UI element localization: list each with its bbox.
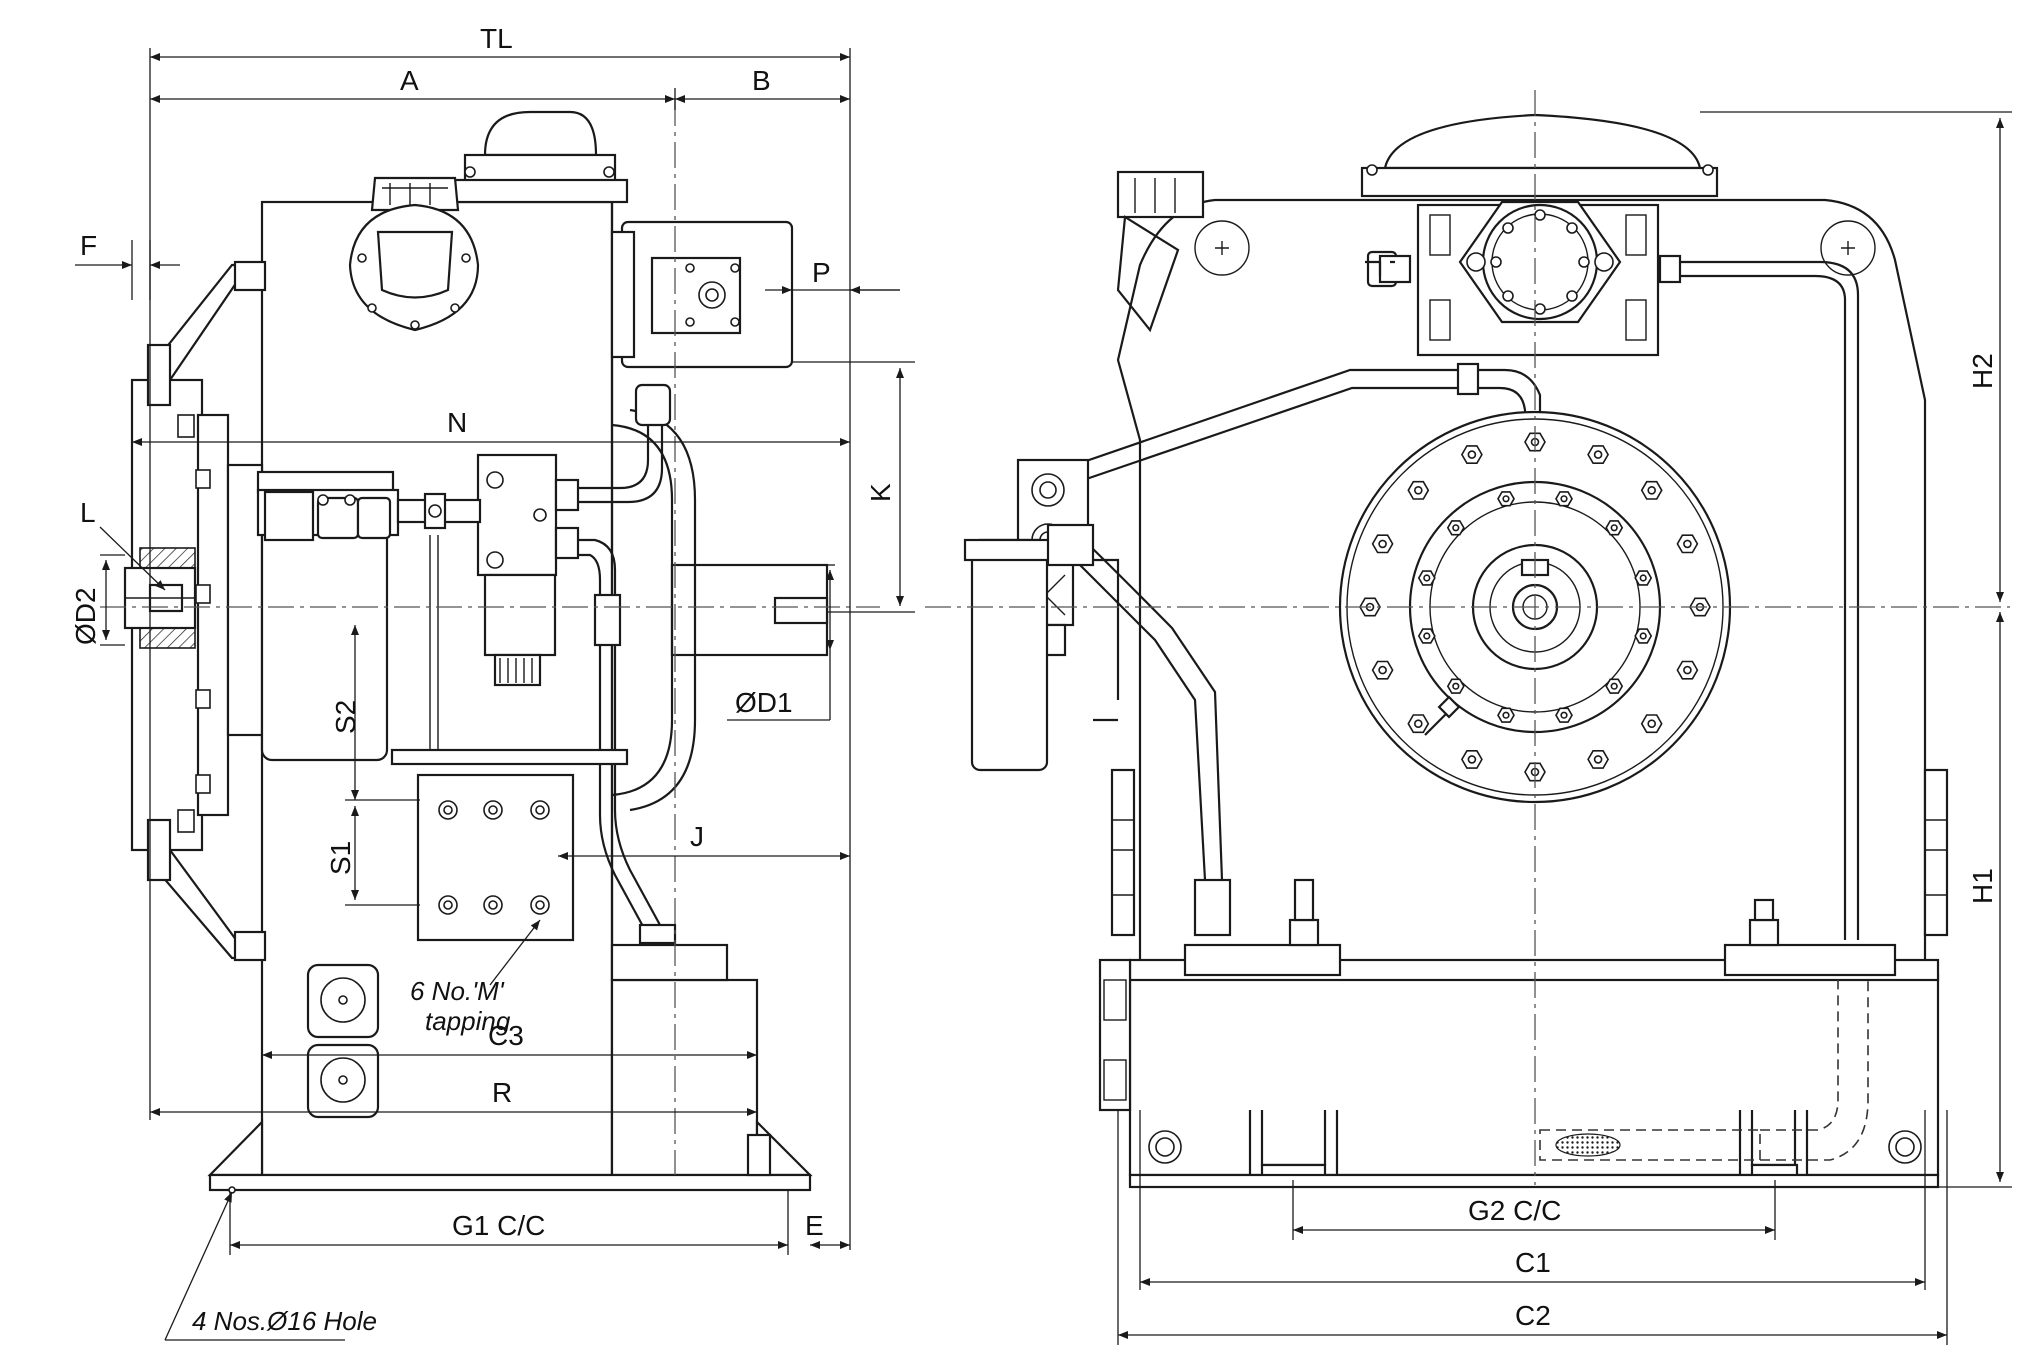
bolt-center xyxy=(1502,495,1510,503)
bolt-center xyxy=(1467,450,1477,459)
dim-c2-label: C2 xyxy=(1515,1300,1551,1331)
bolt-center xyxy=(1502,711,1510,719)
mounting-pad xyxy=(416,773,575,942)
bolt-center xyxy=(1560,495,1568,503)
suction-strainer xyxy=(1539,1129,1761,1161)
bolt-center xyxy=(1378,539,1387,549)
bolt-center xyxy=(1610,524,1618,532)
dim-tl-label: TL xyxy=(480,23,513,54)
upper-hose xyxy=(1059,368,1542,472)
dim-k-label: K xyxy=(865,483,896,502)
tapping-note-line2: tapping xyxy=(425,1006,511,1036)
dim-f-label: F xyxy=(80,230,97,261)
bolt-center xyxy=(1423,574,1431,582)
dim-e-label: E xyxy=(805,1210,824,1241)
bolt-center xyxy=(1423,632,1431,640)
dim-od2-label: ØD2 xyxy=(70,587,101,645)
dim-j-label: J xyxy=(690,821,704,852)
base-plate xyxy=(207,1119,264,1177)
breather-cover xyxy=(483,110,598,157)
dim-a-label: A xyxy=(400,65,419,96)
dim-c3-label: C3 xyxy=(488,1020,524,1051)
lifting-handle xyxy=(370,176,460,212)
bolt-center xyxy=(1467,755,1477,764)
front-oil-tank xyxy=(1128,973,1940,1177)
dim-b-label: B xyxy=(752,65,771,96)
dim-od1-label: ØD1 xyxy=(735,687,793,718)
bolt-center xyxy=(1452,682,1460,690)
dim-g2-label: G2 C/C xyxy=(1468,1195,1561,1226)
bolt-center xyxy=(1414,485,1423,495)
bolt-center xyxy=(1683,665,1692,675)
bolt-center xyxy=(1639,574,1647,582)
bolt-center xyxy=(1452,524,1460,532)
bolt-center xyxy=(1560,711,1568,719)
flange-bolts xyxy=(177,414,211,833)
bolt-center xyxy=(1647,719,1656,729)
dim-s1-label: S1 xyxy=(325,841,356,875)
oil-pipe-upper xyxy=(578,390,650,490)
side-view: TL A B F P N K L ØD2 xyxy=(70,23,915,1341)
dim-g1-label: G1 C/C xyxy=(452,1210,545,1241)
holes-note: 4 Nos.Ø16 Hole xyxy=(192,1306,377,1336)
front-breather xyxy=(1383,113,1702,170)
dim-s2-label: S2 xyxy=(330,700,361,734)
dim-r-label: R xyxy=(492,1077,512,1108)
oil-tank xyxy=(610,978,759,1177)
bolt-center xyxy=(1683,539,1692,549)
front-handle xyxy=(1116,170,1205,219)
dim-n-label: N xyxy=(447,407,467,438)
bolt-center xyxy=(1593,450,1603,459)
front-view: H2 H1 G2 C/C C1 C2 xyxy=(925,90,2012,1345)
bolt-center xyxy=(1378,665,1387,675)
inspection-cover xyxy=(348,203,480,332)
dim-h2-label: H2 xyxy=(1967,353,1998,389)
tapping-note-line1: 6 No.'M' xyxy=(410,976,505,1006)
bolt-center xyxy=(1593,755,1603,764)
dim-h1-label: H1 xyxy=(1967,868,1998,904)
dim-c1-label: C1 xyxy=(1515,1247,1551,1278)
bolt-center xyxy=(1647,485,1656,495)
dim-l-label: L xyxy=(80,497,96,528)
drain-plugs xyxy=(306,963,380,1119)
bolt-center xyxy=(1639,632,1647,640)
bolt-center xyxy=(1414,719,1423,729)
flange-inner-bolts xyxy=(1417,491,1653,723)
dim-p-label: P xyxy=(812,257,831,288)
bolt-center xyxy=(1610,682,1618,690)
tapping-holes xyxy=(438,800,550,915)
